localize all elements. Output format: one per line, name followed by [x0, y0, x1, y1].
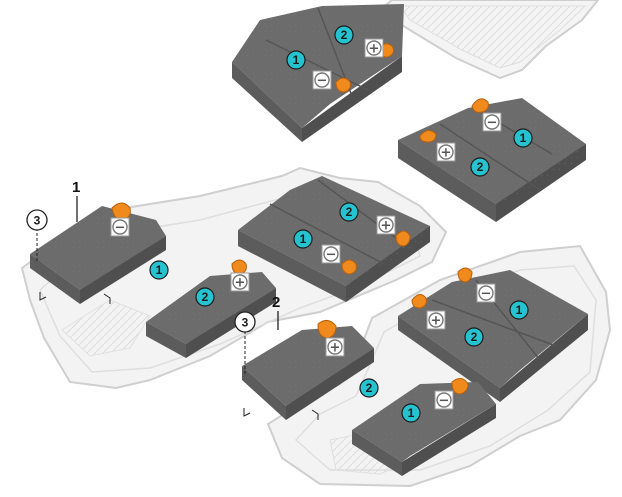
callout-badge-1: 1: [286, 50, 306, 70]
callout-badge-2: 2: [464, 327, 484, 347]
group-label-1: 1: [72, 179, 80, 222]
negative-terminal-marks: − − − − − −: [110, 70, 502, 410]
callout-badge-1: 1: [401, 403, 421, 423]
callout-module-3-center: 3: [234, 311, 256, 374]
group-label-2: 2: [272, 294, 280, 330]
positive-terminal-marks: + + + + + +: [230, 38, 456, 357]
svg-text:−: −: [115, 221, 126, 236]
positive-terminal-icon: +: [426, 310, 446, 330]
terminal-connector: [341, 259, 357, 275]
housing-lid: [378, 0, 600, 80]
battery-module-pack-right: [398, 98, 586, 222]
svg-text:−: −: [326, 248, 337, 263]
svg-text:1: 1: [293, 53, 300, 67]
terminal-connector: [335, 77, 351, 93]
svg-text:+: +: [431, 314, 442, 329]
svg-text:2: 2: [341, 28, 348, 42]
svg-text:3: 3: [242, 316, 249, 330]
svg-text:+: +: [381, 219, 392, 234]
svg-text:+: +: [235, 276, 246, 291]
callout-badge-2: 2: [359, 378, 379, 398]
terminal-connector: [451, 378, 469, 395]
terminal-connector: [457, 267, 473, 283]
terminal-connector: [419, 130, 437, 143]
svg-text:−: −: [439, 394, 450, 409]
svg-text:2: 2: [471, 330, 478, 344]
terminal-connector: [471, 98, 489, 113]
negative-terminal-icon: −: [312, 70, 332, 90]
battery-module-pack-center: [238, 176, 430, 302]
callout-badge-2: 2: [334, 25, 354, 45]
positive-terminal-icon: +: [436, 142, 456, 162]
svg-text:1: 1: [520, 131, 527, 145]
negative-terminal-icon: −: [321, 244, 341, 264]
positive-terminal-icon: +: [364, 38, 384, 58]
battery-module-pack-top: [232, 4, 404, 142]
svg-text:2: 2: [366, 381, 373, 395]
svg-text:3: 3: [34, 214, 41, 228]
bracket-marks: [39, 292, 319, 420]
battery-module-left: [30, 206, 166, 304]
callout-badge-1: 1: [149, 260, 169, 280]
negative-terminal-icon: −: [434, 390, 454, 410]
negative-terminal-icon: −: [476, 283, 496, 303]
battery-module-pack-tray-right: [398, 270, 588, 402]
svg-text:+: +: [369, 42, 380, 57]
svg-text:−: −: [487, 116, 498, 131]
svg-text:1: 1: [516, 303, 523, 317]
negative-terminal-icon: −: [482, 112, 502, 132]
callout-badge-2: 2: [195, 287, 215, 307]
svg-text:1: 1: [408, 406, 415, 420]
svg-text:2: 2: [202, 290, 209, 304]
terminal-connector: [111, 202, 131, 221]
terminal-connector: [411, 294, 427, 309]
callout-badge-2: 2: [339, 202, 359, 222]
positive-terminal-icon: +: [376, 215, 396, 235]
positive-terminal-icon: +: [230, 272, 250, 292]
callout-badge-2: 2: [470, 157, 490, 177]
svg-text:−: −: [317, 74, 328, 89]
svg-text:2: 2: [272, 294, 280, 311]
svg-text:+: +: [441, 146, 452, 161]
positive-terminal-icon: +: [325, 337, 345, 357]
callout-badge-1: 1: [509, 300, 529, 320]
callout-badge-1: 1: [293, 229, 313, 249]
svg-text:2: 2: [477, 160, 484, 174]
negative-terminal-icon: −: [110, 217, 130, 237]
terminal-connector: [395, 230, 411, 247]
callout-badges: 1 2 1 2 2 1 1 2: [149, 25, 533, 423]
svg-text:1: 1: [156, 263, 163, 277]
svg-text:1: 1: [72, 179, 80, 196]
terminal-connector: [317, 320, 337, 339]
terminal-connectors: [111, 43, 489, 395]
callout-module-3-left: 3: [26, 209, 48, 262]
svg-text:+: +: [330, 341, 341, 356]
battery-module-bottom-right: [352, 382, 496, 476]
callout-badge-1: 1: [513, 128, 533, 148]
svg-text:1: 1: [300, 232, 307, 246]
terminal-connector: [231, 259, 247, 275]
svg-text:−: −: [481, 287, 492, 302]
svg-text:2: 2: [346, 205, 353, 219]
